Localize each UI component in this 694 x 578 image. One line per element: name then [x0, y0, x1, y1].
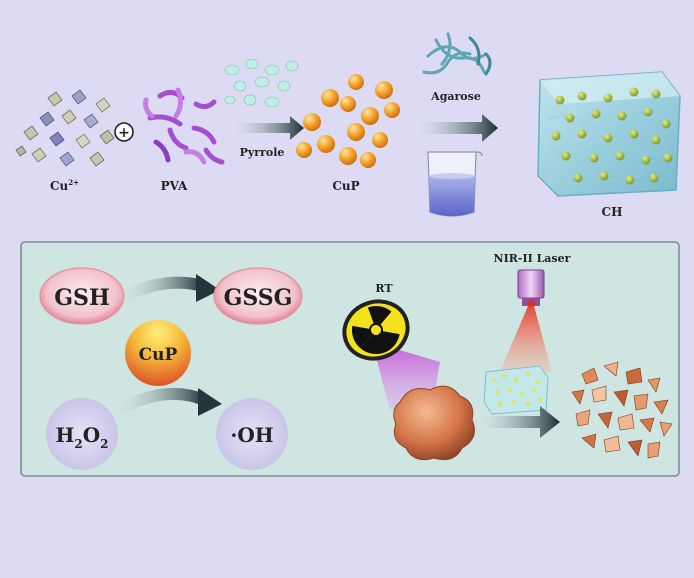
cup-nanoparticles-icon — [296, 74, 400, 168]
arrow-to-fragments — [478, 406, 560, 438]
cup-label: CuP — [332, 179, 359, 193]
pva-label: PVA — [161, 179, 188, 193]
cu-crystals-icon — [15, 89, 115, 167]
h2o2-circle — [46, 398, 118, 470]
oh-circle — [216, 398, 288, 470]
gssg-label: GSSG — [224, 285, 293, 311]
cup-catalyst-label: CuP — [139, 345, 178, 365]
small-hydrogel-icon — [483, 365, 549, 415]
arrow-pyrrole — [232, 116, 304, 140]
arrow-h2o2-oh-head — [198, 388, 222, 416]
laser-label: NIR-II Laser — [494, 252, 571, 265]
rt-label: RT — [375, 282, 393, 295]
bottom-panel — [20, 241, 680, 477]
cup-catalyst-ball — [125, 320, 191, 386]
plus-symbol: + — [118, 125, 130, 141]
laser-device-icon — [517, 269, 545, 308]
laser-beam — [498, 306, 552, 376]
plus-icon — [114, 122, 134, 142]
agarose-label: Agarose — [430, 90, 481, 103]
pyrrole-particles-icon — [224, 58, 299, 108]
tumor-icon — [393, 385, 475, 461]
hydrogel-block-icon — [537, 71, 681, 197]
ch-label: CH — [602, 205, 623, 219]
agarose-strands-icon — [422, 32, 492, 76]
oh-label: ·OH — [230, 423, 273, 447]
arrow-gsh-gssg — [118, 276, 208, 302]
cu-label: Cu2+ — [50, 178, 79, 193]
pva-strands-icon — [143, 87, 225, 165]
arrow-agarose — [416, 114, 498, 142]
radiation-icon — [342, 299, 410, 361]
gssg-bubble — [213, 267, 303, 325]
arrow-h2o2-oh — [112, 387, 210, 416]
arrow-gsh-gssg-head — [196, 274, 220, 302]
pyrrole-label: Pyrrole — [240, 146, 285, 159]
h2o2-label: H2O2 — [55, 423, 108, 451]
gsh-label: GSH — [54, 285, 109, 311]
beaker-icon — [427, 151, 483, 217]
tumor-fragments-icon — [571, 361, 673, 459]
